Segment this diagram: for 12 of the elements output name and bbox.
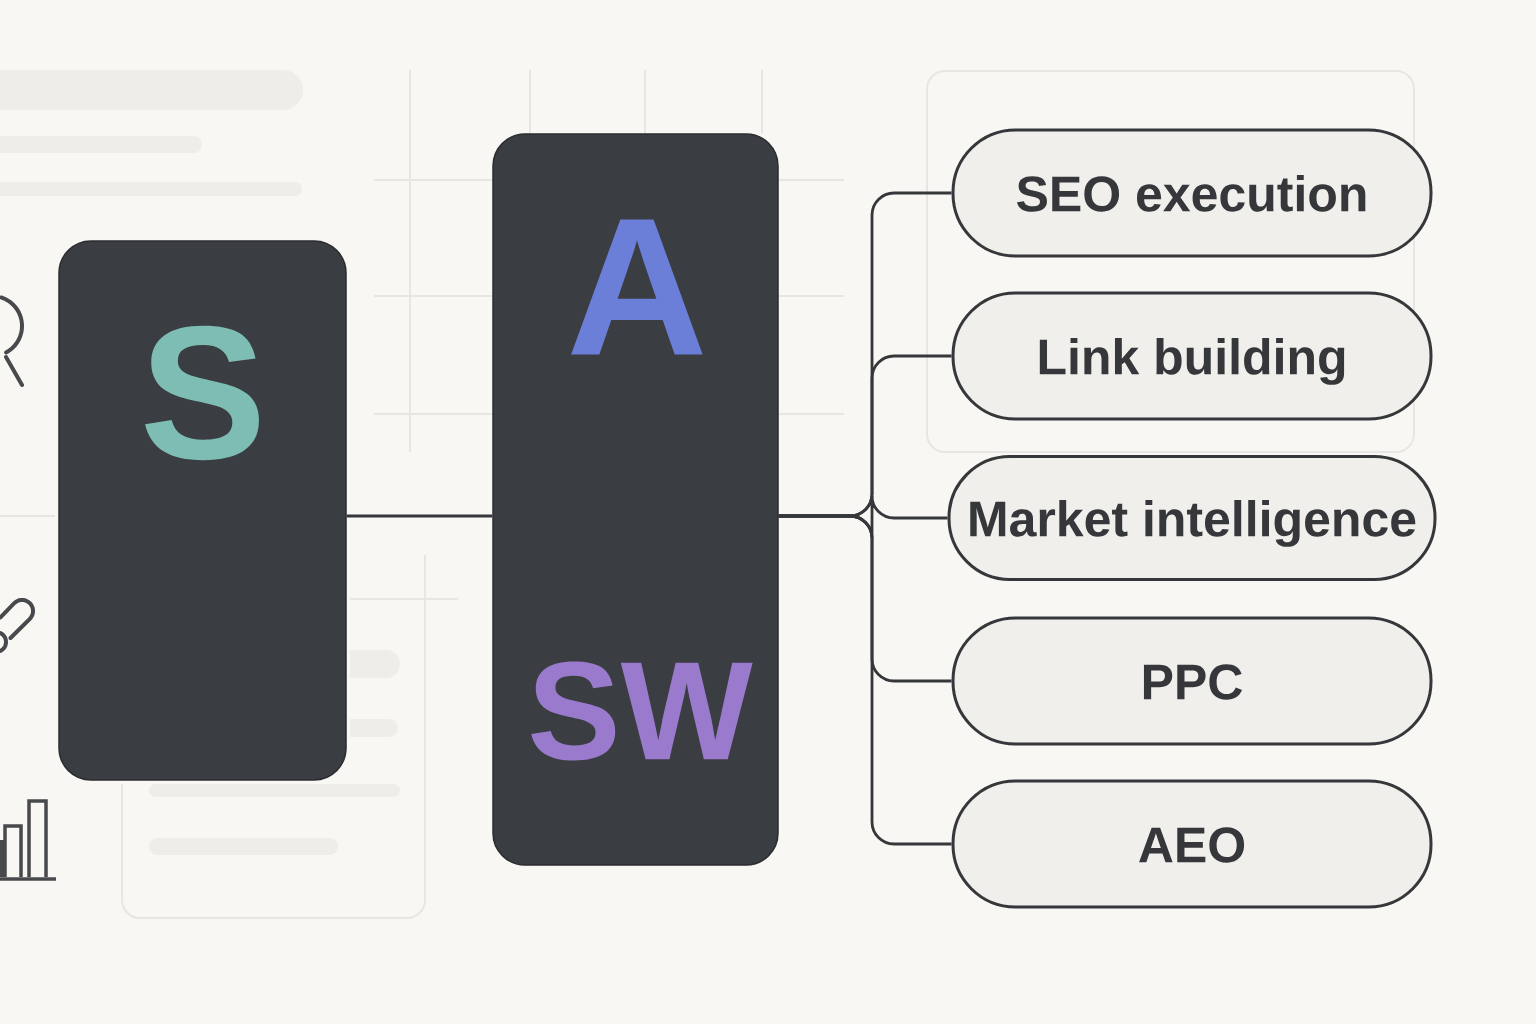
connector-line <box>778 514 952 846</box>
letter-card <box>58 240 347 781</box>
pill-box: Link building <box>951 291 1433 421</box>
initial-letter: S <box>145 325 259 461</box>
connector-line <box>346 514 493 518</box>
initials: SW <box>531 661 753 761</box>
letter-card <box>492 133 779 866</box>
initial-letter: A <box>571 219 703 355</box>
pill-box: AEO <box>951 779 1433 909</box>
pill-box: Market intelligence <box>947 455 1437 581</box>
pill-box: SEO execution <box>951 128 1433 258</box>
pill-box: PPC <box>951 616 1433 746</box>
